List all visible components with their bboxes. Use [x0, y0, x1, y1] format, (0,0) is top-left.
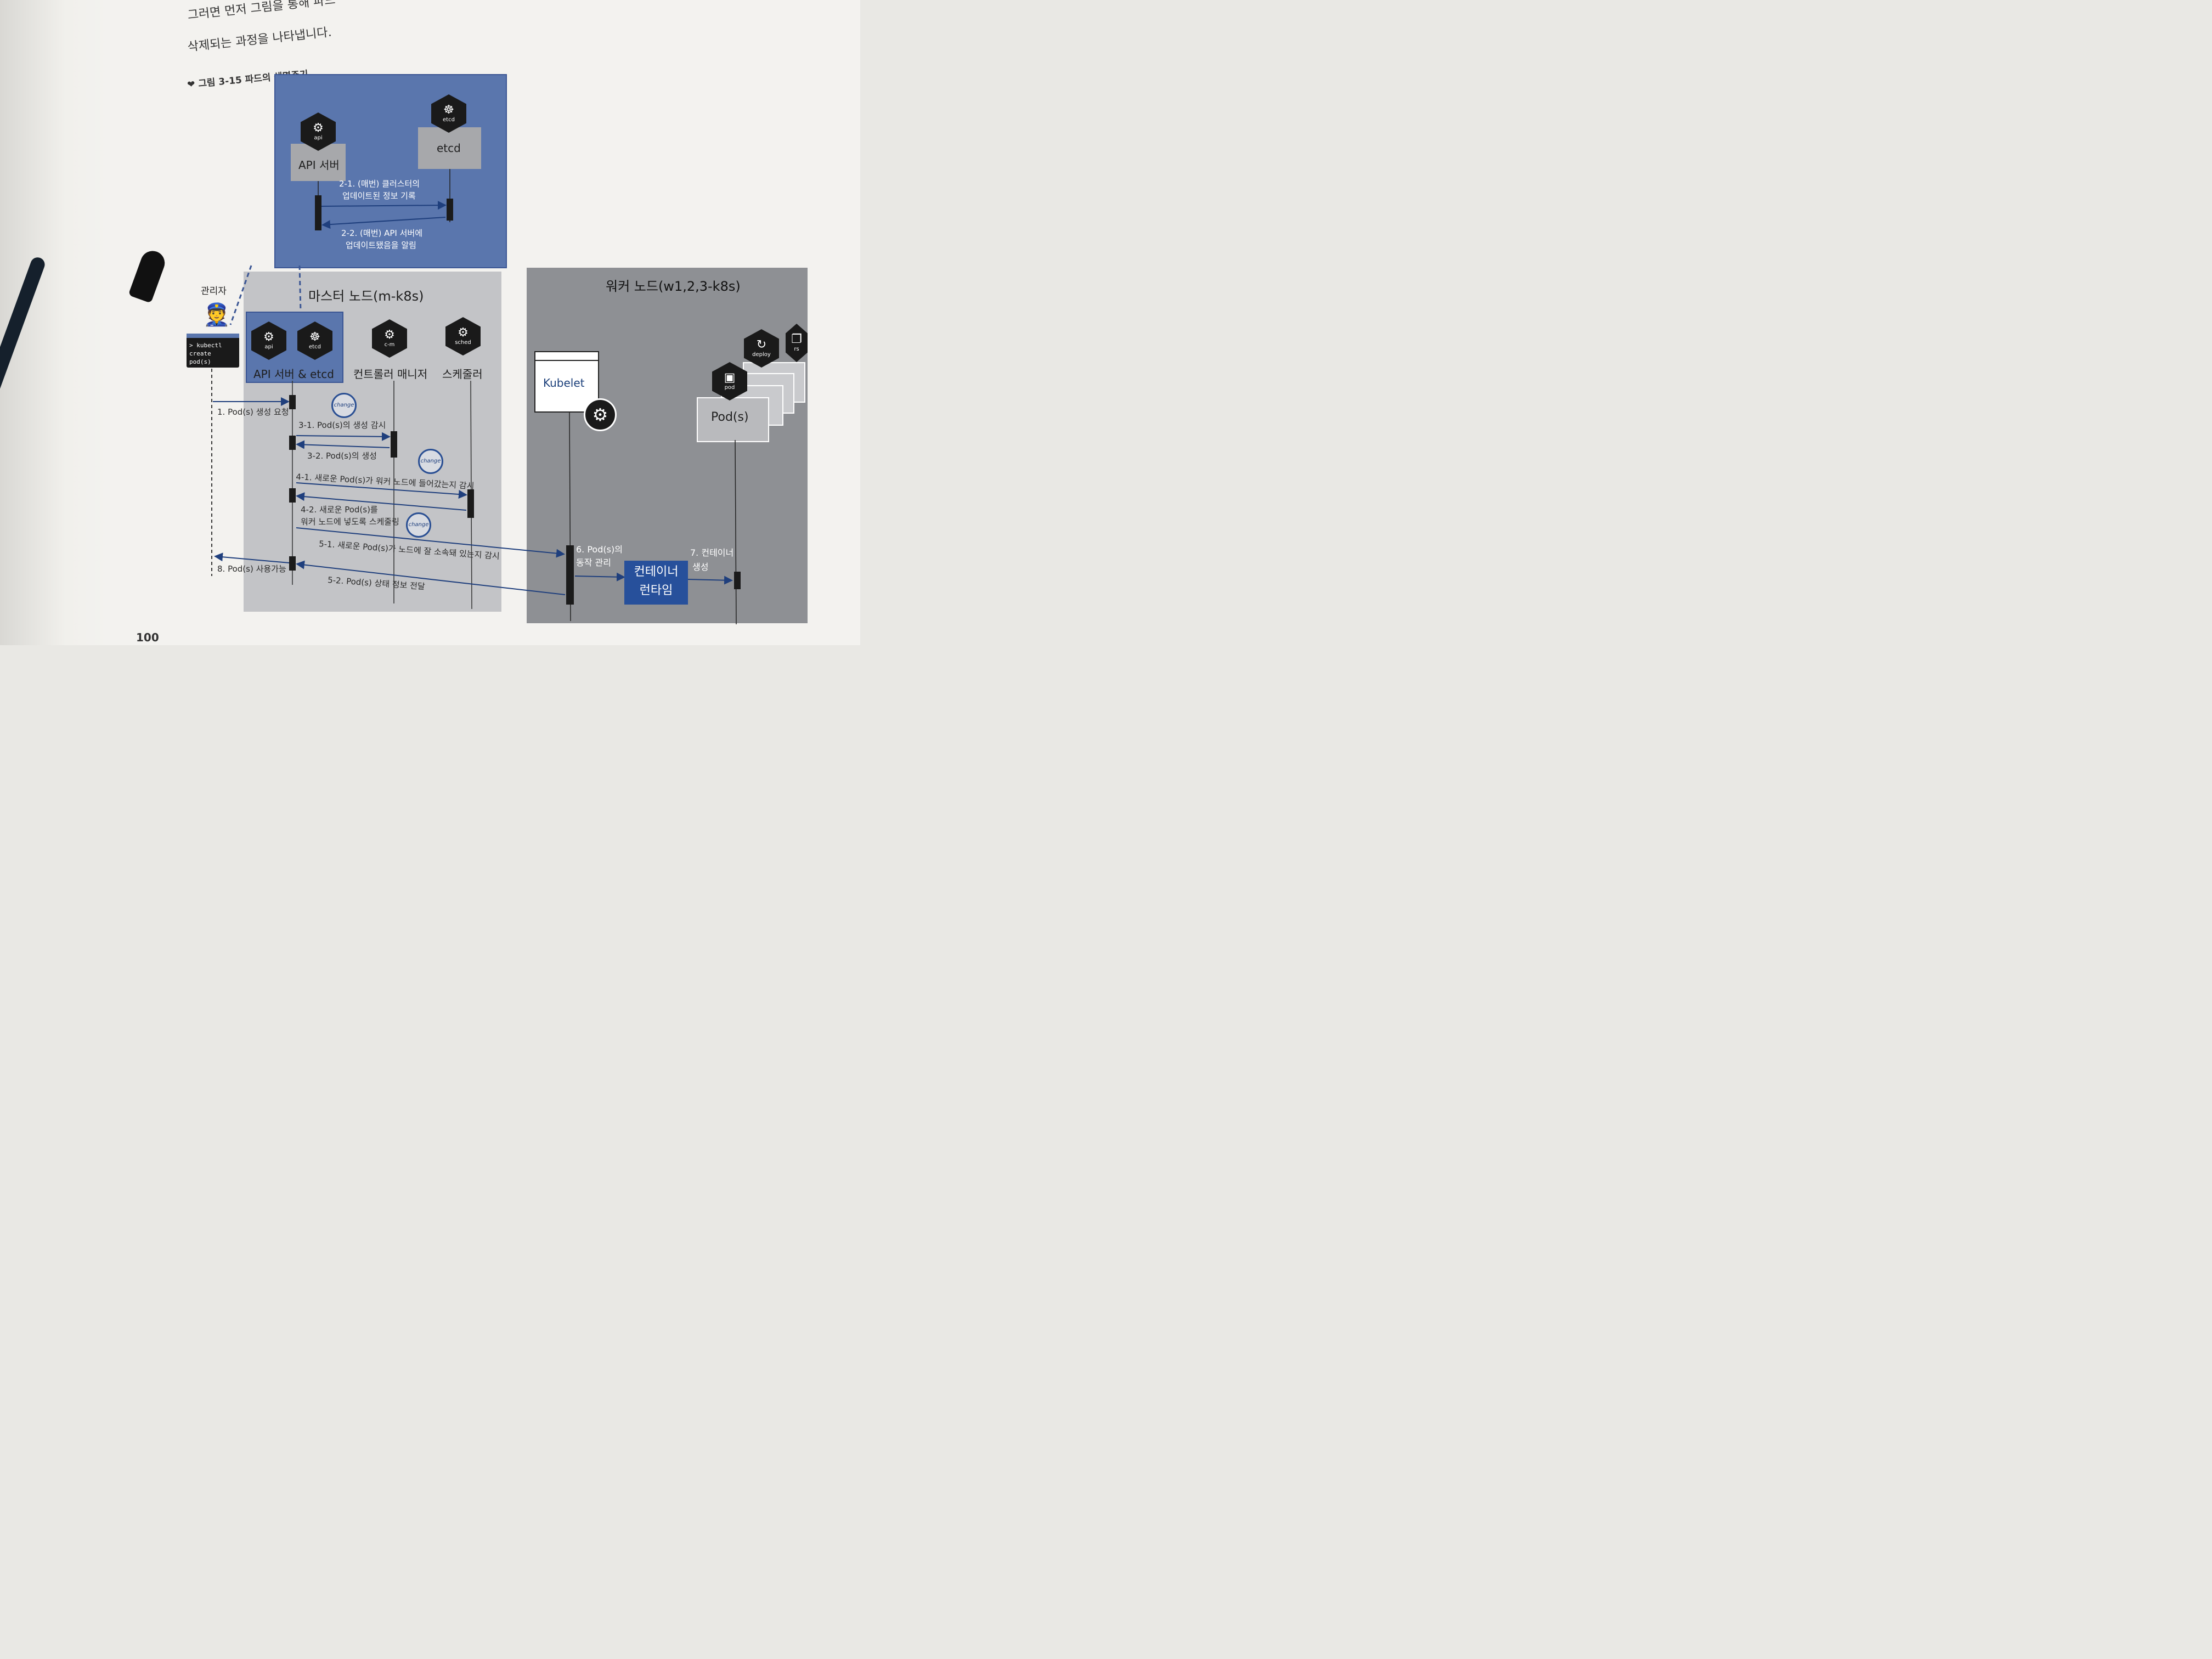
api-server-label: API 서버 — [298, 159, 340, 172]
etcd-box — [418, 127, 481, 169]
msg-2-1-line1: 2-1. (매번) 클러스터의 — [339, 179, 420, 189]
admin-label: 관리자 — [201, 286, 227, 297]
change-icon: change — [418, 449, 443, 474]
sched-activation — [467, 489, 474, 518]
change-icon: change — [331, 393, 357, 418]
cm-activation — [391, 431, 397, 458]
terminal-line-2: create pod(s) — [189, 350, 211, 365]
scheduler-label: 스케줄러 — [442, 368, 483, 381]
master-etcd-icon: ☸etcd — [297, 321, 332, 360]
kubelet-activation — [566, 545, 574, 605]
controller-manager-icon: ⚙c-m — [372, 319, 407, 358]
api-activation-1 — [289, 395, 296, 409]
page-number: 100 — [136, 631, 159, 644]
terminal-line-1: > kubectl — [189, 342, 222, 349]
msg-8: 8. Pod(s) 사용가능 — [217, 564, 286, 574]
arrow-5-1 — [296, 527, 565, 558]
api-activation-3 — [289, 488, 296, 503]
container-runtime-box: 컨테이너 런타임 — [624, 561, 688, 605]
scheduler-icon: ⚙sched — [445, 317, 481, 356]
kubelet-gear-icon: ⚙ — [584, 398, 617, 431]
msg-2-1-line2: 업데이트된 정보 기록 — [342, 191, 416, 201]
pods-box — [697, 397, 769, 442]
runtime-line-1: 컨테이너 — [634, 565, 679, 579]
runtime-line-2: 런타임 — [639, 584, 673, 597]
msg-4-2-line1: 4-2. 새로운 Pod(s)를 — [301, 505, 378, 515]
api-activation-4 — [289, 556, 296, 571]
arrow-2-2 — [321, 217, 446, 229]
msg-7-line2: 생성 — [692, 562, 709, 572]
arrow-4-1 — [296, 482, 467, 499]
arrow-4-2 — [296, 492, 467, 511]
pods-label: Pod(s) — [711, 410, 749, 424]
msg-2-2-line1: 2-2. (매번) API 서버에 — [341, 228, 423, 238]
top-etcd-activation — [447, 199, 453, 221]
msg-2-2-line2: 업데이트됐음을 알림 — [346, 240, 416, 250]
etcd-icon: ☸etcd — [431, 94, 466, 133]
arrow-5-2 — [296, 560, 566, 595]
msg-7-line1: 7. 컨테이너 — [690, 548, 734, 558]
msg-3-1: 3-1. Pod(s)의 생성 감시 — [298, 420, 386, 430]
msg-1: 1. Pod(s) 생성 요청 — [217, 407, 289, 417]
arrow-6 — [574, 572, 625, 582]
etcd-label: etcd — [437, 142, 461, 155]
arrow-3-1 — [296, 432, 391, 441]
pods-lifeline — [735, 439, 737, 625]
msg-4-2-line2: 워커 노드에 넣도록 스케줄링 — [301, 517, 399, 527]
api-etcd-label: API 서버 & etcd — [253, 368, 334, 381]
zoom-connector-right — [298, 265, 302, 312]
top-api-activation — [315, 195, 321, 230]
master-node-title: 마스터 노드(m-k8s) — [308, 289, 424, 304]
msg-6-line1: 6. Pod(s)의 — [576, 544, 623, 555]
worker-node-title: 워커 노드(w1,2,3-k8s) — [606, 279, 741, 294]
msg-3-2: 3-2. Pod(s)의 생성 — [307, 451, 377, 461]
master-api-icon: ⚙api — [251, 321, 286, 360]
arrow-8 — [214, 552, 290, 563]
zoom-connector-left — [229, 265, 252, 325]
msg-6-line2: 동작 관리 — [576, 557, 611, 568]
api-activation-2 — [289, 436, 296, 450]
arrow-2-1 — [321, 201, 447, 210]
pods-activation — [734, 572, 741, 589]
kubectl-terminal: > kubectl create pod(s) — [187, 334, 239, 368]
terminal-titlebar — [187, 334, 239, 338]
arrow-3-2 — [296, 440, 390, 449]
api-icon: ⚙api — [301, 112, 336, 151]
kubelet-window-titlebar — [535, 352, 598, 361]
controller-manager-label: 컨트롤러 매니저 — [353, 368, 428, 381]
arrow-7 — [687, 575, 733, 585]
kubelet-label: Kubelet — [543, 376, 585, 390]
sequence-lines — [211, 169, 737, 625]
change-icon: change — [406, 512, 431, 538]
